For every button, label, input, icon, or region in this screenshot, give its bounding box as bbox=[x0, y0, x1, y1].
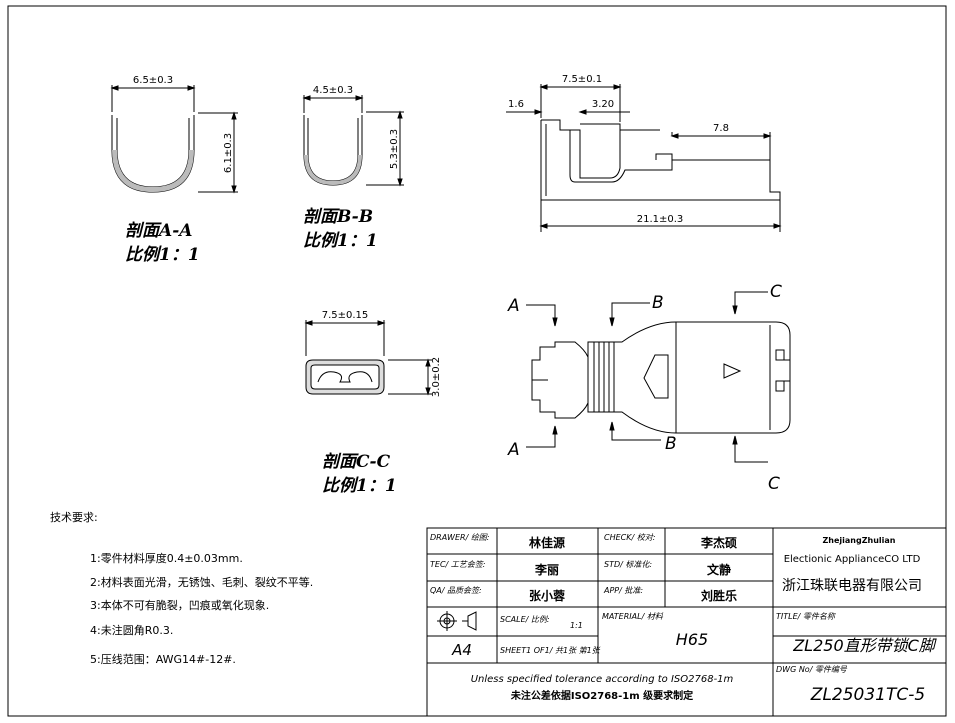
section-aa-height-dim: 6.1±0.3 bbox=[223, 133, 234, 173]
tech-notes-heading: 技术要求: bbox=[50, 511, 98, 524]
tolerance-note-cn: 未注公差依据ISO2768-1m 级要求制定 bbox=[510, 689, 693, 702]
section-aa-label: 剖面A-A bbox=[125, 221, 192, 241]
side-view-dim-left: 1.6 bbox=[508, 99, 524, 110]
paper-size: A4 bbox=[451, 641, 472, 659]
title-block-grid bbox=[426, 527, 947, 717]
side-view-dim-right: 7.8 bbox=[713, 123, 729, 134]
qa-label: QA/ 品质会签: bbox=[430, 586, 482, 595]
material-value: H65 bbox=[676, 630, 708, 649]
drawer-value: 林佳源 bbox=[529, 535, 565, 550]
tech-note-item: 5:压线范围：AWG14#-12#. bbox=[90, 652, 236, 666]
tech-note-item: 2:材料表面光滑，无锈蚀、毛刺、裂纹不平等. bbox=[90, 575, 313, 589]
company-name-en-2: Electionic ApplianceCO LTD bbox=[784, 554, 921, 565]
plan-view-cut-c-top: C bbox=[770, 282, 782, 302]
drawer-label: DRAWER/ 绘图: bbox=[430, 533, 490, 542]
side-view-dim-top: 7.5±0.1 bbox=[562, 74, 602, 85]
section-bb-label: 剖面B-B bbox=[303, 207, 373, 227]
section-aa-scale: 比例1：1 bbox=[125, 245, 200, 265]
dwg-number-label: DWG No/ 零件编号 bbox=[776, 665, 848, 674]
side-view-dim-overall: 21.1±0.3 bbox=[637, 214, 684, 225]
check-value: 李杰硕 bbox=[700, 535, 737, 550]
section-bb-width-dim: 4.5±0.3 bbox=[313, 85, 353, 96]
side-view-drawing bbox=[506, 84, 782, 232]
section-cc-height-dim: 3.0±0.2 bbox=[431, 357, 442, 397]
tec-label: TEC/ 工艺会签: bbox=[430, 560, 486, 569]
plan-view-cut-a-top: A bbox=[507, 296, 520, 316]
qa-value: 张小蓉 bbox=[529, 588, 566, 603]
app-label: APP/ 批准: bbox=[603, 586, 643, 595]
tolerance-note-en: Unless specified tolerance according to … bbox=[471, 674, 734, 685]
company-name-cn: 浙江珠联电器有限公司 bbox=[782, 578, 922, 594]
part-title: ZL250直形带锁C脚 bbox=[792, 636, 938, 655]
scale-label: SCALE/ 比例: bbox=[500, 615, 550, 624]
section-cc-drawing bbox=[304, 320, 432, 396]
section-bb-drawing bbox=[302, 95, 404, 187]
side-view-dim-mid: 3.20 bbox=[592, 99, 614, 110]
plan-view-cut-a-bottom: A bbox=[507, 440, 520, 460]
title-label: TITLE/ 零件名称 bbox=[776, 612, 837, 621]
std-label: STD/ 标准化: bbox=[604, 560, 652, 569]
section-bb-scale: 比例1：1 bbox=[303, 231, 378, 251]
section-cc-scale: 比例1：1 bbox=[322, 476, 397, 496]
section-cc-label: 剖面C-C bbox=[322, 452, 391, 472]
plan-view-cut-c-bottom: C bbox=[768, 474, 780, 494]
sheet-label: SHEET1 OF1/ 共1张 第1张 bbox=[500, 646, 601, 655]
plan-view-drawing bbox=[526, 291, 791, 463]
scale-value: 1:1 bbox=[570, 621, 583, 630]
check-label: CHECK/ 校对: bbox=[604, 533, 656, 542]
plan-view-cut-b-bottom: B bbox=[665, 434, 677, 454]
app-value: 刘胜乐 bbox=[701, 588, 737, 603]
section-cc-width-dim: 7.5±0.15 bbox=[322, 310, 369, 321]
tec-value: 李丽 bbox=[534, 562, 559, 577]
tech-note-item: 4:未注圆角R0.3. bbox=[90, 623, 173, 637]
company-name-en-1: ZhejiangZhulian bbox=[823, 536, 896, 545]
section-aa-drawing bbox=[110, 85, 238, 194]
tech-note-item: 3:本体不可有脆裂，凹痕或氧化现象. bbox=[90, 598, 269, 612]
section-bb-height-dim: 5.3±0.3 bbox=[389, 129, 400, 169]
plan-view-cut-b-top: B bbox=[652, 293, 664, 313]
std-value: 文静 bbox=[707, 562, 731, 577]
dwg-number-value: ZL25031TC-5 bbox=[810, 685, 925, 705]
section-aa-width-dim: 6.5±0.3 bbox=[133, 75, 173, 86]
tech-note-item: 1:零件材料厚度0.4±0.03mm. bbox=[90, 551, 243, 565]
material-label: MATERIAL/ 材料 bbox=[602, 612, 664, 621]
